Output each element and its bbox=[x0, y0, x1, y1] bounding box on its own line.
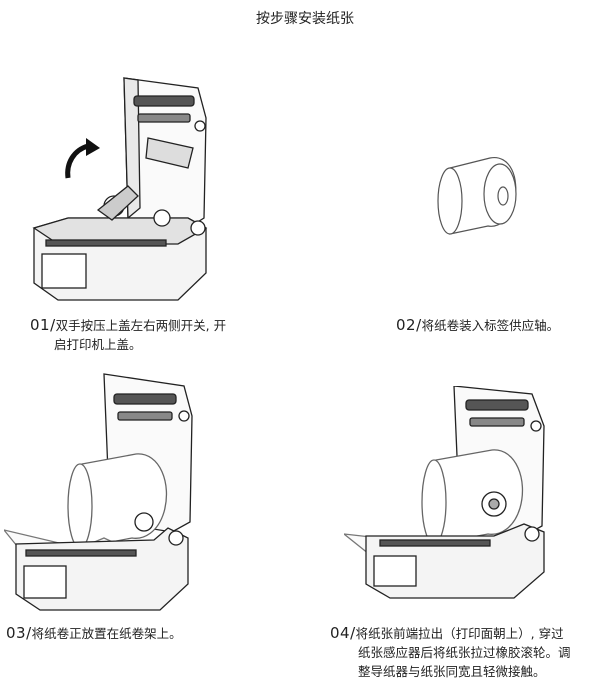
step1-illustration bbox=[28, 68, 218, 308]
step4-text-line1: 将纸张前端拉出（打印面朝上）, 穿过 bbox=[355, 626, 564, 641]
step3-caption: 03/将纸卷正放置在纸卷架上。 bbox=[6, 624, 182, 643]
step4-illustration bbox=[344, 386, 554, 601]
step1-number: 01/ bbox=[30, 316, 56, 334]
rotate-arrow-icon bbox=[65, 138, 100, 179]
step2-text-line1: 将纸卷装入标签供应轴。 bbox=[421, 318, 560, 333]
step1-text-line1: 双手按压上盖左右两侧开关, 开 bbox=[55, 318, 227, 333]
step4-text-line3: 整导纸器与纸张同宽且轻微接触。 bbox=[358, 664, 546, 679]
printer-with-roll-drawing bbox=[4, 373, 193, 611]
step1-caption: 01/双手按压上盖左右两侧开关, 开 启打印机上盖。 bbox=[30, 316, 226, 354]
step4-caption: 04/将纸张前端拉出（打印面朝上）, 穿过 纸张感应器后将纸张拉过橡胶滚轮。调 … bbox=[330, 624, 571, 681]
step4-text-line2: 纸张感应器后将纸张拉过橡胶滚轮。调 bbox=[358, 645, 571, 660]
step1-text-line2: 启打印机上盖。 bbox=[54, 337, 142, 352]
paper-roll-drawing bbox=[437, 157, 517, 235]
page-title: 按步骤安装纸张 bbox=[256, 11, 354, 27]
printer-paper-loaded-drawing bbox=[344, 386, 545, 599]
step3-illustration bbox=[4, 372, 204, 612]
printer-open-drawing bbox=[32, 77, 208, 301]
step2-number: 02/ bbox=[396, 316, 422, 334]
step3-number: 03/ bbox=[6, 624, 32, 642]
step4-number: 04/ bbox=[330, 624, 356, 642]
step2-illustration bbox=[428, 150, 528, 240]
step2-caption: 02/将纸卷装入标签供应轴。 bbox=[396, 316, 559, 335]
step3-text-line1: 将纸卷正放置在纸卷架上。 bbox=[31, 626, 182, 641]
